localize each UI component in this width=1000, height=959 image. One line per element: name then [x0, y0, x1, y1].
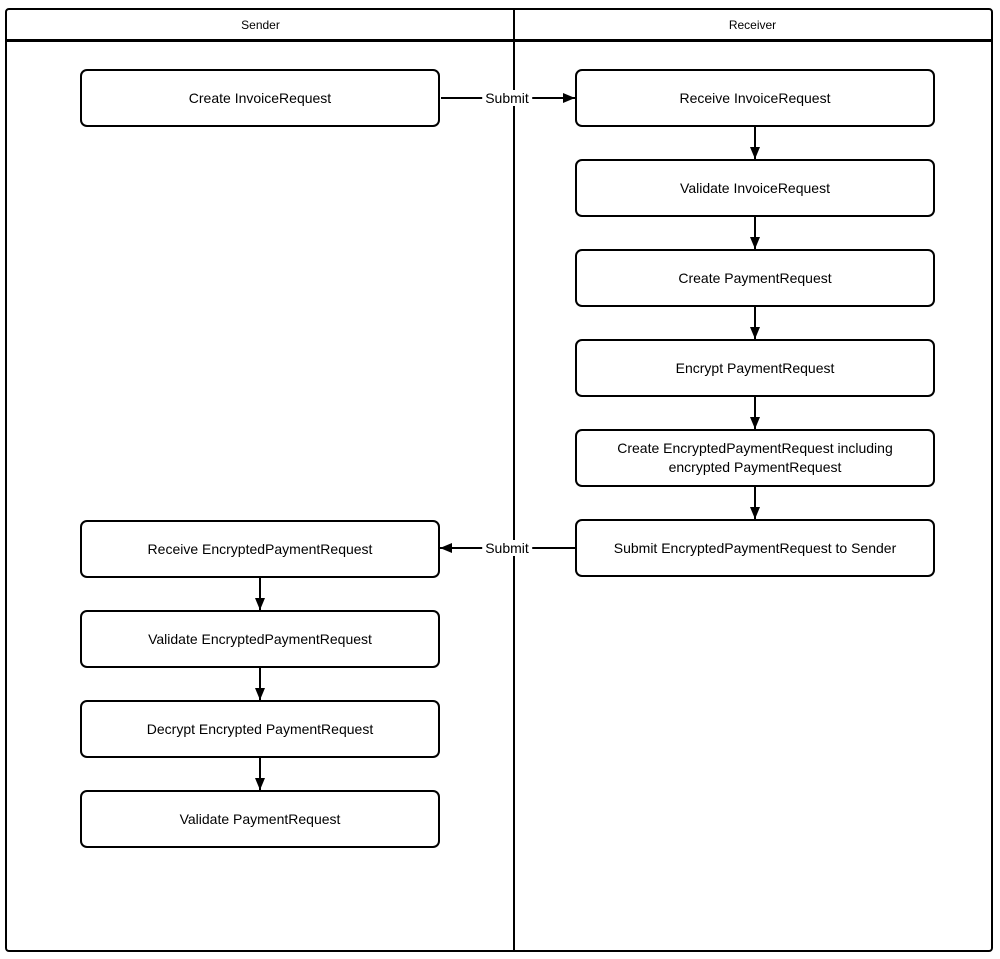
lane-header-receiver: Receiver [514, 10, 991, 39]
node-validate-encryptedpaymentrequest: Validate EncryptedPaymentRequest [80, 610, 440, 668]
node-submit-encryptedpaymentrequest: Submit EncryptedPaymentRequest to Sender [575, 519, 935, 577]
node-validate-paymentrequest: Validate PaymentRequest [80, 790, 440, 848]
node-create-paymentrequest: Create PaymentRequest [575, 249, 935, 307]
edge-label-submit-encrypted: Submit [482, 540, 532, 556]
lane-header-sender: Sender [7, 10, 514, 39]
node-decrypt-encrypted-paymentrequest: Decrypt Encrypted PaymentRequest [80, 700, 440, 758]
edge-label-submit-invoice: Submit [482, 90, 532, 106]
node-encrypt-paymentrequest: Encrypt PaymentRequest [575, 339, 935, 397]
node-create-invoicerequest: Create InvoiceRequest [80, 69, 440, 127]
lane-divider [513, 10, 515, 950]
lane-header-row: Sender Receiver [7, 10, 991, 42]
lane-title-sender: Sender [241, 17, 280, 32]
node-receive-encryptedpaymentrequest: Receive EncryptedPaymentRequest [80, 520, 440, 578]
node-validate-invoicerequest: Validate InvoiceRequest [575, 159, 935, 217]
node-receive-invoicerequest: Receive InvoiceRequest [575, 69, 935, 127]
node-create-encryptedpaymentrequest: Create EncryptedPaymentRequest including… [575, 429, 935, 487]
lane-title-receiver: Receiver [728, 17, 777, 32]
